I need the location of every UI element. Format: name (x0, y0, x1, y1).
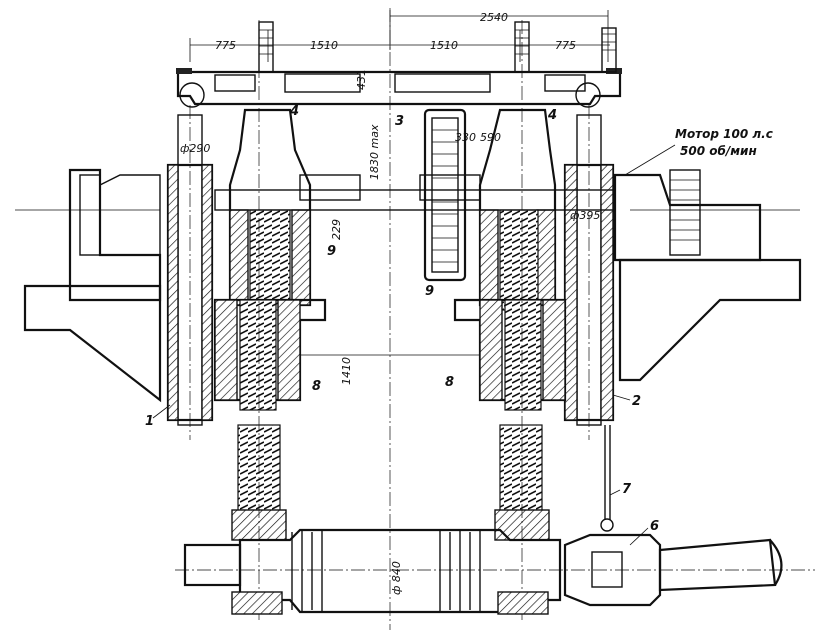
callout-9-right: 9 (425, 284, 434, 299)
motor-speed: 500 об/мин (680, 144, 757, 158)
dim-590: 590 (480, 131, 501, 144)
lower-screws (231, 20, 550, 620)
right-column (563, 105, 615, 440)
mid-crosshead (213, 298, 567, 411)
motor-label: Мотор 100 л.с 500 об/мин (624, 127, 773, 176)
callout-4-left: 4 (289, 104, 299, 119)
top-dimension-lines (189, 10, 610, 62)
dim-phi840: ф 840 (390, 561, 403, 595)
motor-power: Мотор 100 л.с (675, 127, 773, 141)
central-gear (423, 108, 467, 282)
dim-775-left: 775 (215, 39, 236, 52)
drive-shaft (214, 174, 616, 211)
dim-1830-max: 1830 max (368, 124, 381, 180)
callout-9-left: 9 (327, 244, 336, 259)
link-rod (600, 425, 614, 532)
bottom-roll (175, 528, 815, 615)
dim-2540: 2540 (480, 11, 508, 24)
dim-1410: 1410 (340, 357, 353, 385)
dim-phi290: ф290 (180, 142, 210, 155)
left-column (166, 105, 214, 440)
right-base-frame (613, 169, 802, 382)
dim-1510-right: 1510 (430, 39, 458, 52)
callout-6: 6 (650, 519, 659, 534)
dim-775-right: 775 (555, 39, 576, 52)
callout-8-left: 8 (312, 379, 321, 394)
callout-3: 3 (395, 114, 404, 129)
left-screw-housing (228, 108, 312, 311)
callout-7: 7 (622, 482, 632, 497)
callout-numbers: 1 2 3 4 4 6 7 8 8 9 9 (145, 104, 659, 546)
callout-2: 2 (632, 394, 641, 409)
callout-1: 1 (145, 414, 154, 429)
dim-phi395: ф395 (570, 209, 600, 222)
top-crosshead (176, 68, 622, 108)
dim-330: 330 (455, 131, 476, 144)
callout-8-right: 8 (445, 375, 454, 390)
left-base-frame (15, 168, 162, 403)
dimension-labels: 775 1510 1510 775 2540 431 1830 max 330 … (180, 11, 600, 595)
coupling (563, 533, 783, 607)
dim-431: 431 (355, 69, 368, 90)
dim-229: 229 (330, 219, 343, 240)
dim-1510-left: 1510 (310, 39, 338, 52)
callout-4-right: 4 (547, 108, 557, 123)
